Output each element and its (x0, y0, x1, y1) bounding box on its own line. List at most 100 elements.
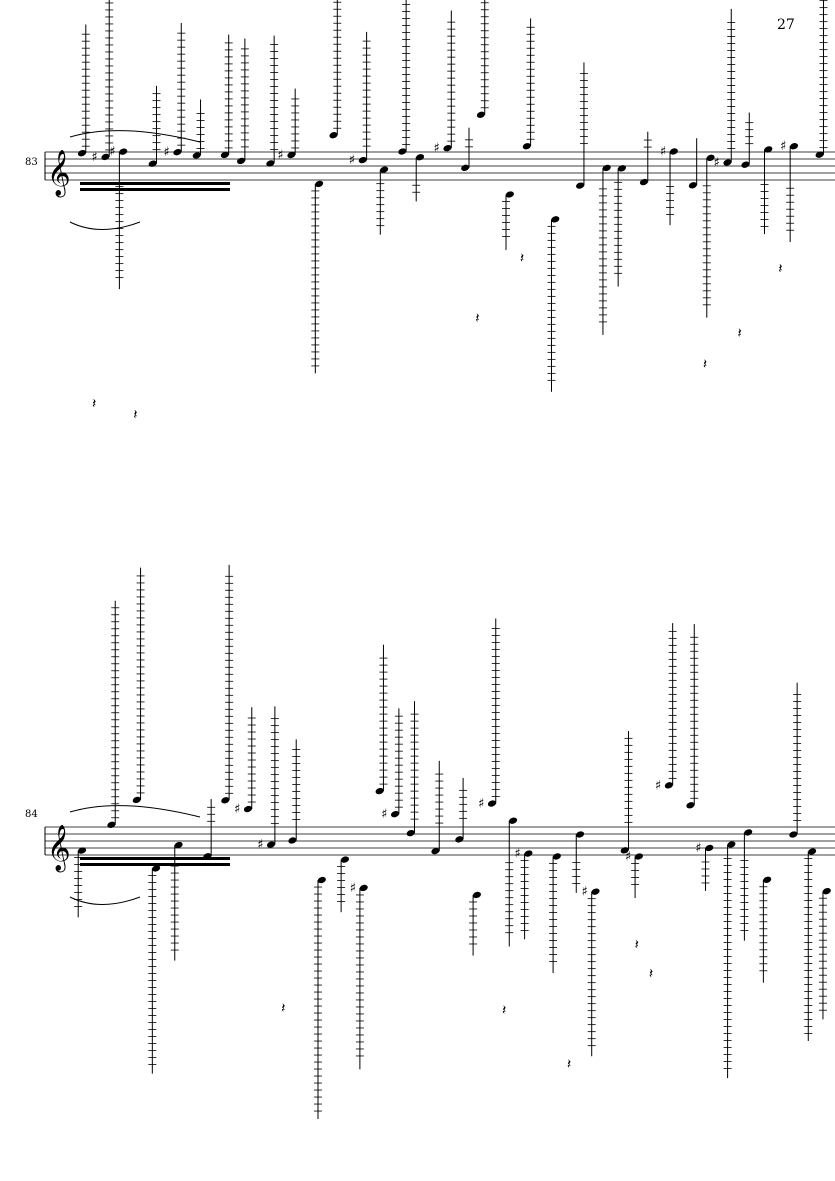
notehead (380, 166, 389, 173)
beam (80, 863, 230, 866)
notehead (688, 182, 697, 189)
notehead (107, 821, 116, 828)
quarter-rest-icon: 𝄽 (502, 1002, 506, 1018)
notehead (639, 178, 649, 186)
notehead (807, 848, 817, 855)
beam (80, 188, 230, 191)
notehead (551, 216, 560, 223)
measure-number-84: 84 (25, 809, 38, 820)
measure-number-83: 83 (25, 157, 38, 168)
sharp-icon: ♯ (582, 885, 588, 900)
slur (69, 805, 201, 818)
sharp-icon: ♯ (514, 847, 520, 862)
notehead (243, 805, 253, 813)
notehead (359, 884, 368, 892)
notehead (669, 148, 678, 155)
notehead (101, 153, 110, 161)
notehead (266, 160, 275, 167)
notehead (741, 161, 750, 168)
quarter-rest-icon: 𝄽 (778, 261, 782, 277)
notehead (358, 156, 367, 164)
sharp-icon: ♯ (713, 156, 719, 171)
notehead (487, 800, 497, 807)
notehead (575, 831, 585, 838)
notehead (192, 152, 201, 159)
notehead (132, 796, 141, 804)
notehead (77, 150, 87, 157)
notehead (815, 151, 824, 158)
notehead (723, 159, 732, 166)
notehead (524, 850, 533, 857)
notehead (390, 811, 400, 818)
quarter-rest-icon: 𝄽 (649, 966, 653, 982)
notehead (727, 841, 736, 848)
beam (80, 182, 230, 185)
sharp-icon: ♯ (349, 153, 355, 168)
sharp-icon: ♯ (91, 150, 97, 165)
sharp-icon: ♯ (381, 807, 387, 822)
quarter-rest-icon: 𝄽 (737, 325, 741, 341)
quarter-rest-icon: 𝄽 (520, 250, 524, 266)
sharp-icon: ♯ (277, 148, 283, 163)
notehead (415, 154, 425, 161)
sharp-icon: ♯ (257, 838, 263, 853)
notehead (472, 891, 481, 899)
slur (69, 130, 201, 143)
notehead (77, 847, 87, 854)
quarter-rest-icon: 𝄽 (133, 407, 137, 423)
notehead (119, 148, 128, 155)
notehead (443, 144, 452, 152)
notehead (591, 888, 600, 895)
beam (80, 857, 230, 860)
sharp-icon: ♯ (163, 145, 169, 160)
notehead (287, 151, 296, 159)
notehead (522, 143, 531, 150)
sharp-icon: ♯ (660, 144, 666, 159)
sharp-icon: ♯ (234, 802, 240, 817)
treble-clef-icon: 𝄞 (47, 825, 71, 873)
treble-clef-icon: 𝄞 (47, 150, 71, 198)
notehead (431, 847, 440, 855)
notehead (602, 164, 611, 172)
sharp-icon: ♯ (780, 139, 786, 154)
sharp-icon: ♯ (655, 778, 661, 793)
notehead (822, 888, 831, 895)
quarter-rest-icon: 𝄽 (635, 937, 639, 953)
notehead (508, 817, 518, 824)
page-number: 27 (777, 17, 795, 33)
sharp-icon: ♯ (478, 797, 484, 812)
notehead (236, 157, 246, 165)
slur (69, 896, 141, 905)
quarter-rest-icon: 𝄽 (703, 356, 707, 372)
quarter-rest-icon: 𝄽 (475, 311, 479, 327)
sharp-icon: ♯ (350, 881, 356, 896)
notehead (317, 876, 326, 884)
notehead (148, 160, 157, 167)
notehead (620, 847, 629, 854)
notehead (174, 841, 183, 849)
sharp-icon: ♯ (109, 145, 115, 160)
notehead (789, 831, 798, 838)
notehead (461, 164, 470, 171)
notehead (744, 829, 753, 836)
sharp-icon: ♯ (695, 841, 701, 856)
notehead (617, 165, 627, 172)
notehead (763, 876, 772, 883)
notehead (505, 191, 514, 198)
sharp-icon: ♯ (625, 849, 631, 864)
notehead (152, 865, 161, 872)
notehead (398, 148, 407, 155)
sharp-icon: ♯ (434, 141, 440, 156)
notehead (552, 853, 561, 860)
notehead (576, 182, 585, 189)
notehead (220, 151, 229, 159)
notehead (288, 837, 297, 844)
notehead (455, 836, 464, 843)
notehead (664, 782, 673, 789)
notehead (375, 787, 384, 795)
quarter-rest-icon: 𝄽 (281, 1001, 285, 1017)
notehead (267, 841, 276, 848)
notehead (706, 154, 715, 161)
quarter-rest-icon: 𝄽 (567, 1056, 571, 1072)
